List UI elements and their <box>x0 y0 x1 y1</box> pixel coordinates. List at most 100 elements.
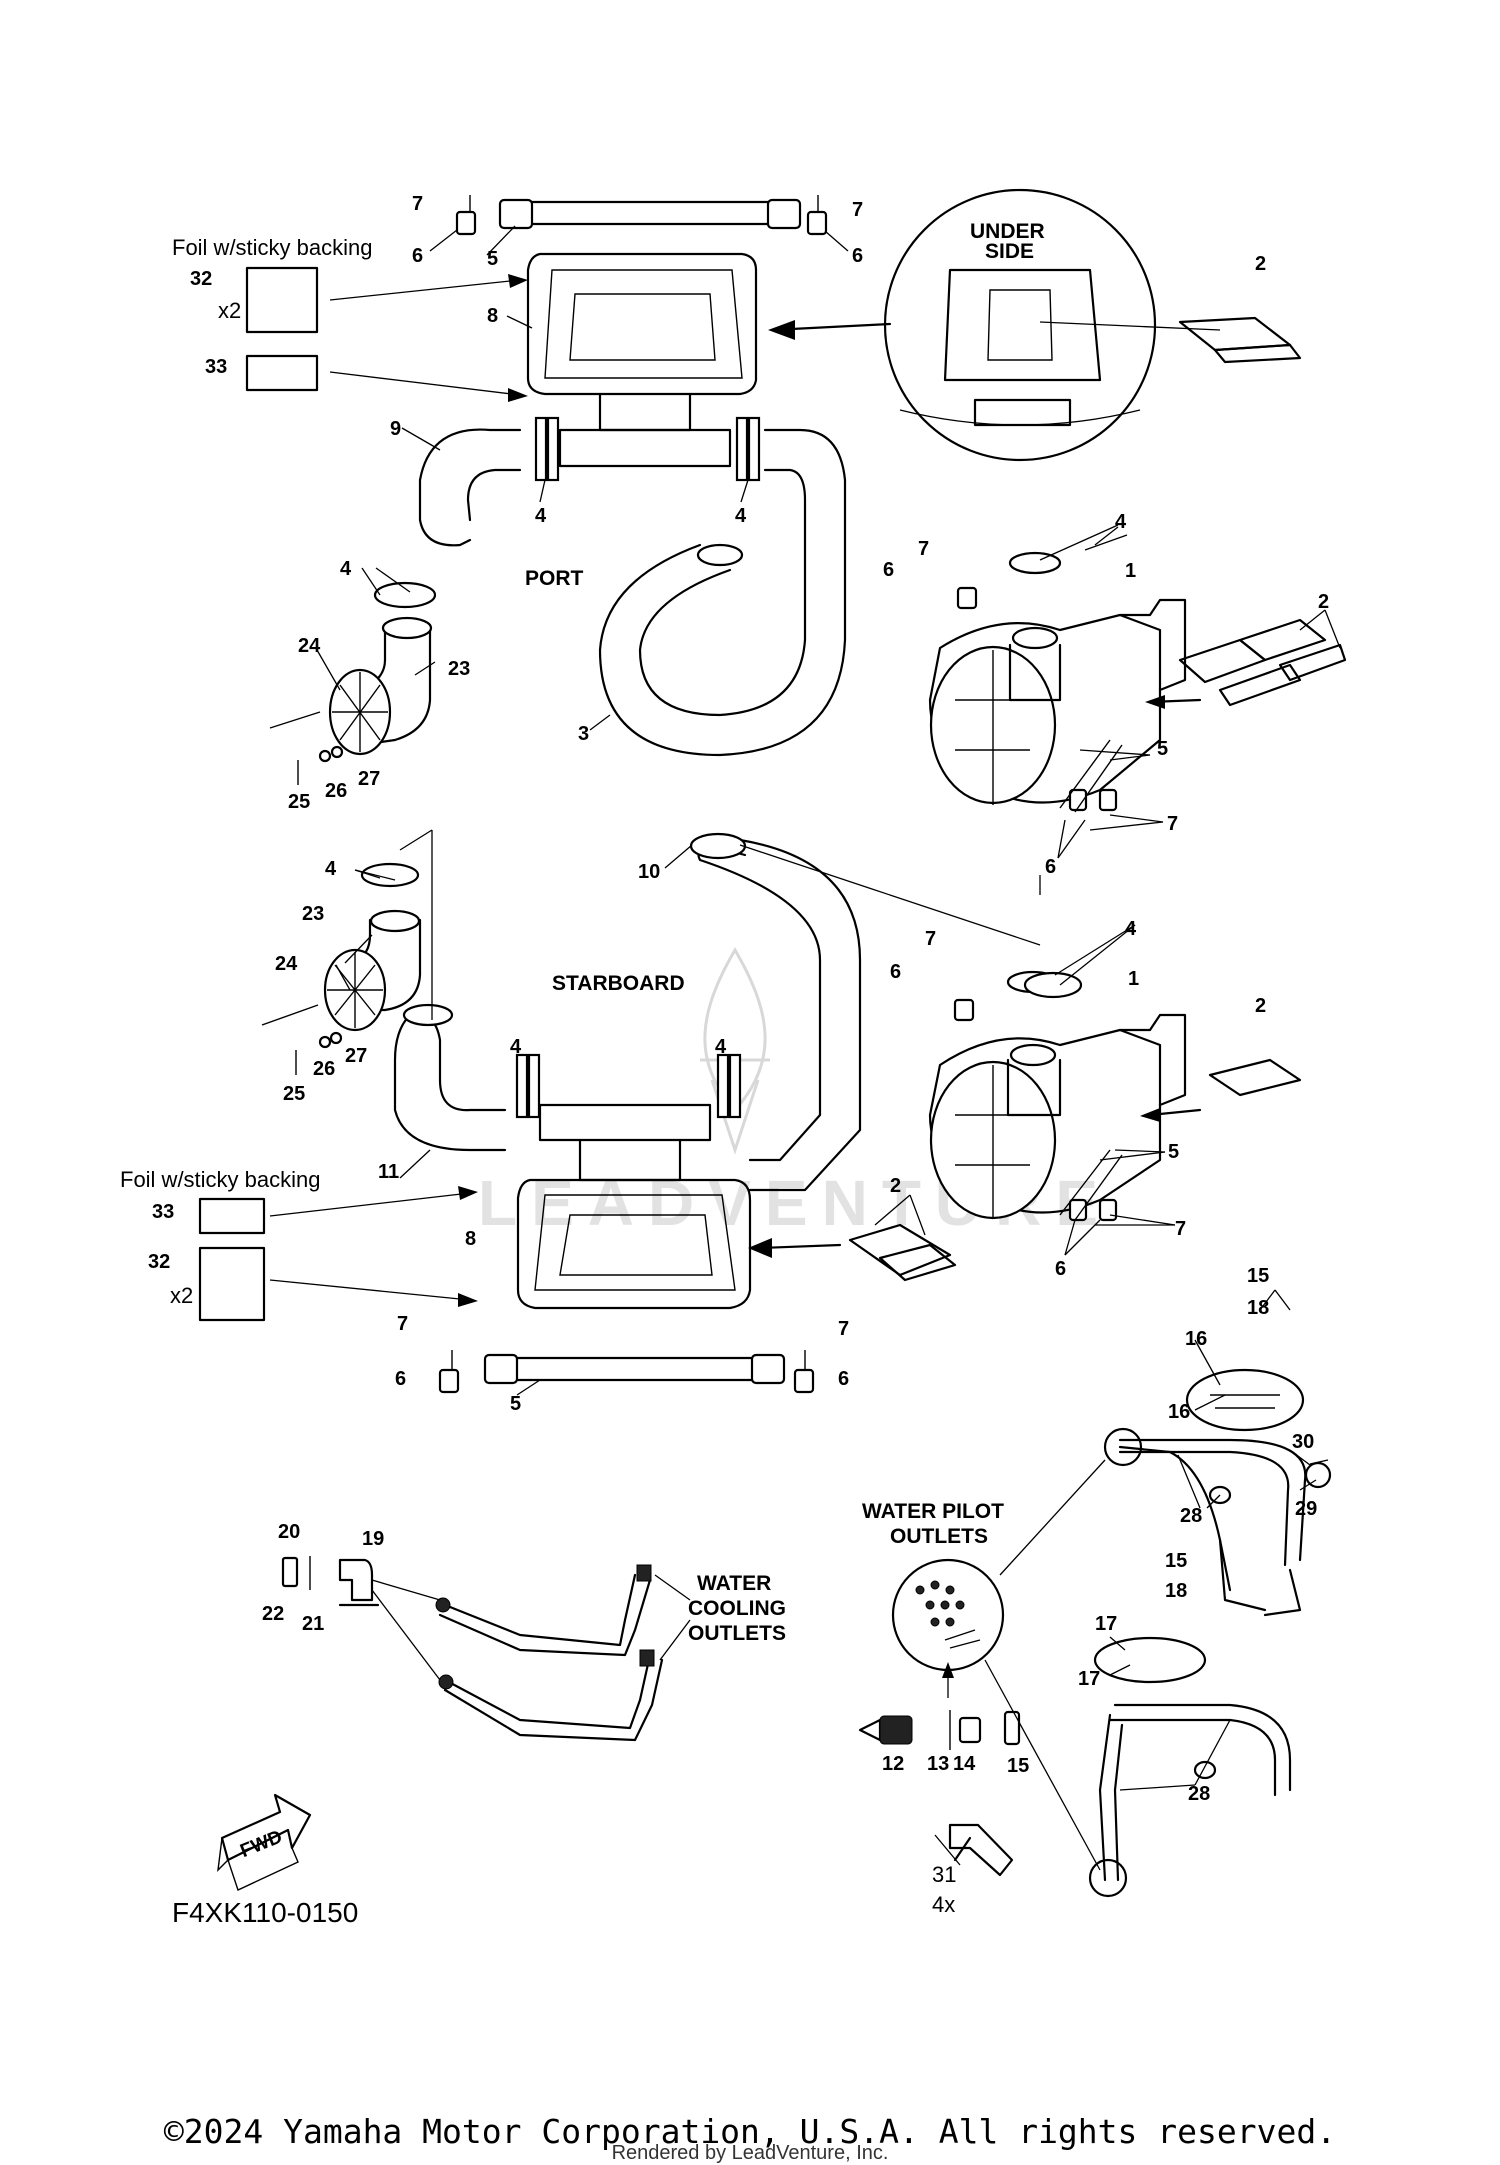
water-cooling-label: WATER <box>697 1572 771 1595</box>
callout-14: 14 <box>953 1753 976 1775</box>
callout-6: 6 <box>395 1368 406 1390</box>
callout-6: 6 <box>852 245 863 267</box>
callout-7: 7 <box>852 199 863 221</box>
starboard-air-filter <box>928 970 1302 1222</box>
callout-13: 13 <box>927 1753 949 1775</box>
callout-30: 30 <box>1292 1431 1314 1453</box>
port-label: PORT <box>525 567 584 590</box>
callout-15: 15 <box>1247 1265 1269 1287</box>
callout-8: 8 <box>487 305 498 327</box>
callout-numbers: 7 6 5 7 6 8 32 33 9 4 4 4 24 23 3 25 26 … <box>148 193 1329 1887</box>
callout-6: 6 <box>1055 1258 1066 1280</box>
water-cooling-assembly <box>281 1556 691 1742</box>
callout-4: 4 <box>325 858 337 880</box>
callout-26: 26 <box>325 780 347 802</box>
callout-23: 23 <box>448 658 470 680</box>
rendered-by-text: Rendered by LeadVenture, Inc. <box>611 2142 889 2164</box>
callout-17: 17 <box>1095 1613 1117 1635</box>
starboard-intake-assembly <box>261 829 1041 1394</box>
foil-note-bottom: Foil w/sticky backing <box>120 1167 321 1192</box>
callout-20: 20 <box>278 1521 300 1543</box>
port-air-filter <box>928 551 1347 813</box>
callout-7: 7 <box>397 1313 408 1335</box>
callout-4: 4 <box>735 505 747 527</box>
qty-label-31: 4x <box>932 1892 955 1917</box>
callout-4: 4 <box>715 1036 727 1058</box>
callout-11: 11 <box>378 1161 399 1183</box>
callout-2: 2 <box>1255 995 1266 1017</box>
callout-25: 25 <box>283 1083 305 1105</box>
foil-sheets <box>198 266 528 1322</box>
callout-32: 32 <box>190 268 212 290</box>
callout-7: 7 <box>1167 813 1178 835</box>
fwd-label: FWD <box>237 1826 285 1862</box>
callout-2: 2 <box>1318 591 1329 613</box>
water-pilot-assembly <box>858 1368 1332 1898</box>
callout-22: 22 <box>262 1603 284 1625</box>
callout-6: 6 <box>890 961 901 983</box>
callout-7: 7 <box>925 928 936 950</box>
callout-5: 5 <box>1157 738 1168 760</box>
callout-6: 6 <box>883 559 894 581</box>
port-intake-assembly <box>269 195 847 785</box>
callout-leaders <box>316 225 1341 1791</box>
callout-5: 5 <box>1168 1141 1179 1163</box>
water-pilot-label-2: OUTLETS <box>890 1525 988 1548</box>
callout-24: 24 <box>275 953 298 975</box>
callout-5: 5 <box>487 248 498 270</box>
callout-6: 6 <box>1045 856 1056 878</box>
callout-4: 4 <box>535 505 547 527</box>
under-side-label: UNDER <box>970 220 1045 243</box>
callout-12: 12 <box>882 1753 904 1775</box>
callout-7: 7 <box>918 538 929 560</box>
callout-15: 15 <box>1165 1550 1187 1572</box>
callout-1: 1 <box>1128 968 1139 990</box>
callout-15: 15 <box>1007 1755 1029 1777</box>
water-pilot-label: WATER PILOT <box>862 1500 1004 1523</box>
callout-6: 6 <box>412 245 423 267</box>
diagram-labels: Foil w/sticky backing x2 Foil w/sticky b… <box>120 220 1045 1928</box>
callout-4: 4 <box>340 558 352 580</box>
callout-29: 29 <box>1295 1498 1317 1520</box>
callout-28: 28 <box>1188 1783 1210 1805</box>
callout-1: 1 <box>1125 560 1136 582</box>
drawing-code: F4XK110-0150 <box>172 1897 358 1928</box>
callout-28: 28 <box>1180 1505 1202 1527</box>
callout-27: 27 <box>345 1045 367 1067</box>
callout-16: 16 <box>1168 1401 1190 1423</box>
callout-7: 7 <box>412 193 423 215</box>
callout-31: 31 <box>932 1862 956 1887</box>
callout-9: 9 <box>390 418 401 440</box>
callout-16: 16 <box>1185 1328 1207 1350</box>
under-side-label-2: SIDE <box>985 240 1034 263</box>
qty-label-top: x2 <box>218 298 241 323</box>
water-cooling-label-3: OUTLETS <box>688 1622 786 1645</box>
callout-17: 17 <box>1078 1668 1100 1690</box>
copyright-notice: ©2024 Yamaha Motor Corporation, U.S.A. A… <box>163 2112 1337 2151</box>
callout-7: 7 <box>838 1318 849 1340</box>
foil-note-top: Foil w/sticky backing <box>172 235 373 260</box>
callout-2: 2 <box>890 1175 901 1197</box>
callout-18: 18 <box>1165 1580 1187 1602</box>
callout-4: 4 <box>1115 511 1127 533</box>
callout-10: 10 <box>638 861 660 883</box>
callout-33: 33 <box>152 1201 174 1223</box>
callout-32: 32 <box>148 1251 170 1273</box>
fwd-arrow-icon: FWD <box>217 1793 312 1891</box>
callout-5: 5 <box>510 1393 521 1415</box>
callout-7: 7 <box>1175 1218 1186 1240</box>
qty-label-bottom: x2 <box>170 1283 193 1308</box>
callout-24: 24 <box>298 635 321 657</box>
callout-8: 8 <box>465 1228 476 1250</box>
callout-4: 4 <box>1125 918 1137 940</box>
underside-detail <box>768 188 1302 462</box>
callout-25: 25 <box>288 791 310 813</box>
callout-4: 4 <box>510 1036 522 1058</box>
callout-23: 23 <box>302 903 324 925</box>
callout-2: 2 <box>1255 253 1266 275</box>
starboard-label: STARBOARD <box>552 972 685 995</box>
callout-27: 27 <box>358 768 380 790</box>
callout-18: 18 <box>1247 1297 1269 1319</box>
callout-3: 3 <box>578 723 589 745</box>
